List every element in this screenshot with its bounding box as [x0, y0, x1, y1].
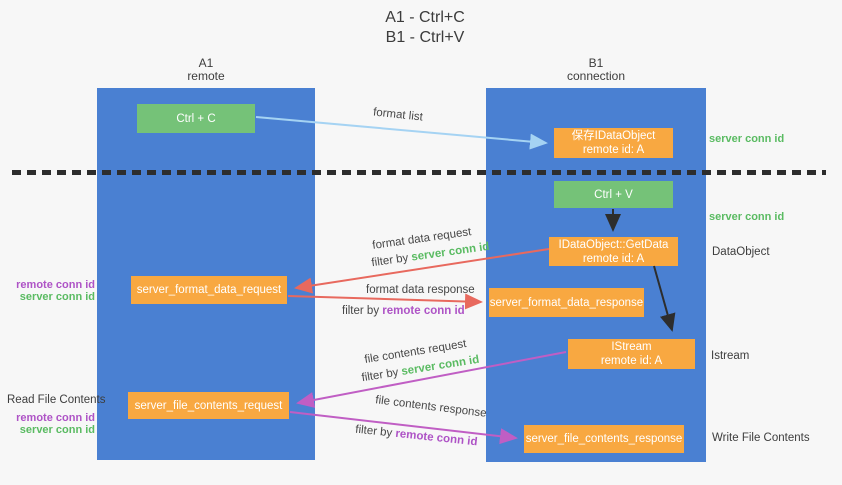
ctrl-v-box: Ctrl + V [554, 181, 673, 208]
read-file-contents-annotation: Read File Contents [7, 394, 106, 406]
server-conn-id-annotation: server conn id [19, 423, 95, 436]
server-file-contents-request-box: server_file_contents_request [128, 392, 289, 419]
server-conn-id-annotation: server conn id [19, 290, 95, 303]
filter-by-text: filter by [360, 366, 400, 385]
ctrl-c-box: Ctrl + C [137, 104, 255, 133]
server-conn-id-annotation-mid: server conn id [709, 211, 785, 223]
filter-by-text: filter by [354, 423, 393, 440]
server-format-data-response-box: server_format_data_response [489, 288, 644, 317]
remote-conn-id-text: remote conn id [394, 427, 479, 449]
format-response-label: server_format_data_response [489, 296, 644, 309]
a1-role: remote [187, 69, 225, 83]
save-idataobject-box: 保存IDataObject remote id: A [554, 128, 673, 158]
write-file-contents-annotation: Write File Contents [712, 432, 810, 444]
istream-box: IStream remote id: A [568, 339, 695, 369]
getdata-line1: IDataObject::GetData [558, 238, 669, 251]
b1-name: B1 [588, 56, 604, 70]
filter-by-text: filter by [342, 305, 380, 317]
phase-separator-dashed-line [12, 170, 826, 175]
b1-role: connection [566, 69, 626, 83]
column-header-a1: A1 remote [136, 57, 276, 83]
format-data-response-label: format data response [366, 284, 475, 296]
save-idataobject-line2: remote id: A [582, 144, 645, 156]
ctrl-v-label: Ctrl + V [594, 188, 633, 201]
dataobject-annotation: DataObject [712, 246, 770, 258]
file-request-conn-id-annotations: remote conn id server conn id [14, 412, 95, 436]
column-header-b1: B1 connection [526, 57, 666, 83]
ctrl-c-label: Ctrl + C [176, 112, 216, 125]
format-list-label: format list [372, 106, 424, 124]
file-request-label: server_file_contents_request [134, 399, 283, 412]
file-contents-response-label: file contents response [374, 394, 488, 420]
getdata-line2: remote id: A [582, 252, 645, 265]
file-contents-response-filter-label: filter by remote conn id [355, 424, 478, 449]
title-line-1: A1 - Ctrl+C [385, 9, 465, 26]
filter-by-text: filter by [370, 252, 410, 270]
remote-conn-id-text: remote conn id [382, 305, 465, 317]
title-line-2: B1 - Ctrl+V [385, 29, 465, 46]
format-request-conn-id-annotations: remote conn id server conn id [14, 279, 95, 303]
istream-line2: remote id: A [600, 355, 663, 367]
istream-line1: IStream [611, 341, 652, 353]
format-data-response-filter-label: filter by remote conn id [342, 305, 465, 317]
remote-conn-id-annotation: remote conn id [16, 279, 95, 291]
server-format-data-request-box: server_format_data_request [131, 276, 287, 304]
diagram-title: A1 - Ctrl+C B1 - Ctrl+V [340, 8, 510, 48]
format-data-response-arrow [287, 293, 483, 310]
server-file-contents-response-box: server_file_contents_response [524, 425, 684, 453]
idataobject-getdata-box: IDataObject::GetData remote id: A [549, 237, 678, 266]
format-request-label: server_format_data_request [136, 284, 282, 296]
remote-conn-id-annotation: remote conn id [16, 412, 95, 424]
istream-annotation: Istream [711, 350, 750, 362]
file-response-label: server_file_contents_response [525, 433, 683, 445]
server-conn-id-annotation-top: server conn id [709, 133, 785, 145]
save-idataobject-line1: 保存IDataObject [571, 130, 656, 142]
a1-name: A1 [198, 56, 214, 70]
